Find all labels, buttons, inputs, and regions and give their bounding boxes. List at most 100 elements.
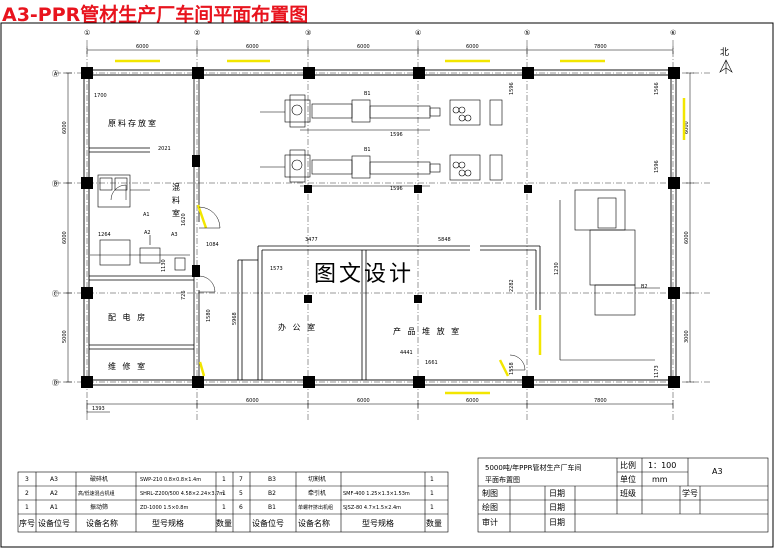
dim-left-1: 6000	[62, 121, 68, 134]
legend-hdr-qty: 数量	[216, 518, 232, 528]
legend-r3-name2: 单螺杆挤出机组	[298, 504, 333, 511]
legend-r2-spec: SHRL-Z200/500 4.58×2.24×3.7m	[140, 491, 224, 497]
axis-col-3: ③	[305, 29, 311, 37]
title-block-unit-label: 单位	[620, 474, 636, 484]
dim-1130: 1130	[161, 259, 167, 272]
axis-col-2: ②	[194, 29, 200, 37]
axis-row-a: Ⓐ	[52, 70, 59, 78]
title-block-review: 审计	[482, 517, 498, 527]
dim-top-2: 6000	[246, 44, 259, 50]
axis-row-d: Ⓓ	[52, 379, 59, 387]
north-arrow	[719, 59, 733, 74]
title-block-date-1: 日期	[549, 489, 565, 498]
title-block-draw: 绘图	[482, 502, 498, 512]
dim-1173: 1173	[654, 365, 660, 378]
dim-1558: 1558	[509, 362, 515, 375]
legend-r2-name2: 牵引机	[308, 489, 326, 497]
legend-hdr-name2: 设备名称	[298, 518, 330, 528]
legend-r1-spec: SWP-210 0.8×0.8×1.4m	[140, 477, 201, 483]
dim-726: 726	[181, 290, 187, 300]
north-label: 北	[720, 47, 729, 58]
legend-r2-spec2: SMF-400 1.25×1.3×1.53m	[343, 491, 410, 497]
legend-r1-code2: B3	[268, 476, 276, 483]
label-a3: A3	[171, 232, 178, 238]
legend-r3-qty2: 1	[430, 504, 434, 511]
extrusion-line-2	[260, 149, 503, 187]
title-block-sheet: A3	[712, 467, 723, 476]
bottom-dimension-chain	[86, 400, 674, 414]
outer-walls	[83, 69, 677, 386]
legend-r1-code: A3	[50, 476, 58, 483]
dim-1573: 1573	[270, 266, 283, 272]
label-a2: A2	[144, 230, 151, 236]
axis-col-1: ①	[84, 29, 90, 37]
room-mix-b: 料	[172, 195, 182, 205]
dim-1596d: 1596	[390, 186, 403, 192]
structural-columns	[81, 67, 680, 388]
dim-1661: 1661	[425, 360, 438, 366]
door-swings	[110, 184, 526, 371]
legend-r2-code: A2	[50, 490, 58, 497]
legend-r2-name: 高/低速混合机组	[78, 490, 115, 497]
label-b1-top: B1	[364, 91, 371, 97]
dim-right-2: 6000	[684, 231, 690, 244]
legend-r3-spec: ZD-1000 1.5×0.8m	[140, 505, 188, 511]
axis-col-4: ④	[415, 29, 421, 37]
dim-5968: 5968	[232, 312, 238, 325]
legend-hdr-qty2: 数量	[426, 518, 442, 528]
legend-r2-no: 2	[25, 490, 29, 497]
legend-r1-name: 破碎机	[90, 475, 108, 483]
dim-top-5: 7800	[594, 44, 607, 50]
equipment-table	[17, 471, 449, 533]
room-office: 办 公 室	[278, 322, 317, 332]
room-repair: 维 修 室	[108, 361, 147, 371]
title-block-project: 5000吨/年PPR管材生产厂车间	[485, 463, 581, 472]
title-block-unit-value: mm	[652, 475, 668, 484]
row-markers: Ⓐ Ⓑ Ⓒ Ⓓ	[52, 70, 59, 387]
interior-walls	[89, 75, 541, 380]
column-markers: ① ② ③ ④ ⑤ ⑥	[84, 29, 676, 37]
dim-1596: 1596	[509, 82, 515, 95]
title-block-date-3: 日期	[549, 518, 565, 527]
right-dimension-chain	[686, 72, 694, 383]
legend-hdr-no: 序号	[19, 518, 35, 528]
extrusion-line-1	[260, 94, 503, 131]
windows	[115, 59, 686, 395]
dim-1596b: 1596	[654, 160, 660, 173]
dim-1596c: 1596	[390, 132, 403, 138]
legend-hdr-spec: 型号规格	[152, 518, 184, 528]
label-b1-mid: B1	[364, 147, 371, 153]
dim-1264: 1264	[98, 232, 111, 238]
dim-left-3: 5000	[62, 330, 68, 343]
sheet-border	[0, 22, 774, 548]
dim-4441: 4441	[400, 350, 413, 356]
legend-r1-no: 3	[25, 476, 29, 483]
legend-hdr-code: 设备位号	[38, 518, 70, 528]
dim-right-1: 6000	[684, 121, 690, 134]
legend-r3-code: A1	[50, 504, 58, 511]
legend-r3-no: 1	[25, 504, 29, 511]
dim-1580: 1580	[206, 309, 212, 322]
legend-r3-name: 振动筛	[90, 503, 108, 511]
left-dimension-chain	[64, 72, 72, 383]
legend-r1-no2: 7	[239, 476, 243, 483]
dim-top-1: 6000	[136, 44, 149, 50]
legend-hdr-spec2: 型号规格	[362, 518, 394, 528]
room-mix-a: 混	[172, 183, 182, 192]
room-raw-material: 原料存放室	[108, 118, 158, 128]
dim-1566: 1566	[654, 82, 660, 95]
axis-col-6: ⑥	[670, 29, 676, 37]
dim-5848: 5848	[438, 237, 451, 243]
legend-r3-spec2: SJSZ-80 4.7×1.5×2.4m	[343, 505, 401, 511]
label-b2: B2	[641, 284, 648, 290]
dim-top-3: 6000	[357, 44, 370, 50]
dim-1230: 1230	[554, 262, 560, 275]
dim-1620: 1620	[181, 213, 187, 226]
legend-r1-name2: 切割机	[308, 475, 326, 483]
machine-b2	[559, 189, 660, 361]
axis-row-c: Ⓒ	[52, 290, 59, 298]
dim-bottom-2: 6000	[357, 398, 370, 404]
legend-r2-qty2: 1	[430, 490, 434, 497]
title-block-scale-value: 1：100	[648, 461, 676, 470]
